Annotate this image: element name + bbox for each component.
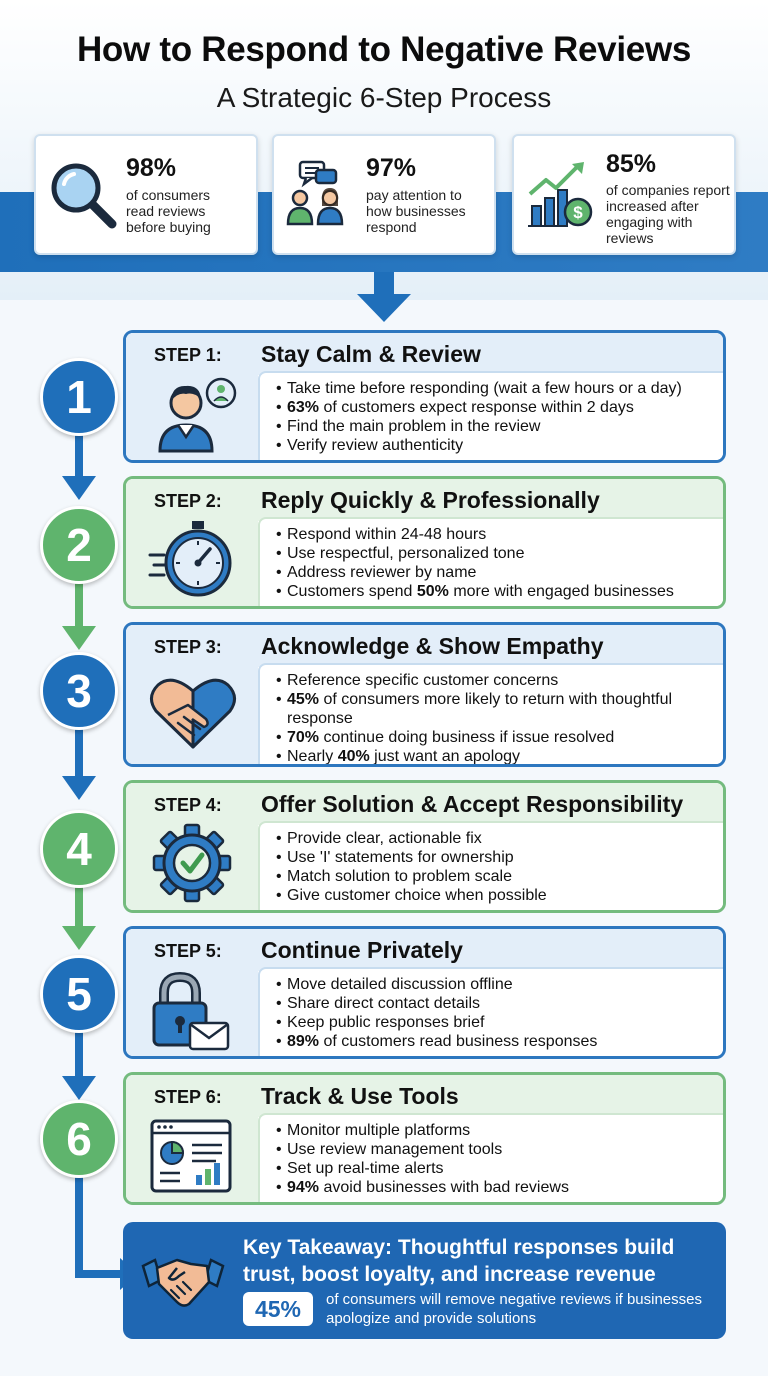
- list-item: Reference specific customer concerns: [276, 671, 717, 690]
- list-item: 70% continue doing business if issue res…: [276, 728, 717, 747]
- step-number-5: 5: [40, 955, 118, 1033]
- gear-check-icon: [152, 823, 232, 903]
- step-bullets: Respond within 24-48 hours Use respectfu…: [276, 525, 717, 601]
- stat-card-attention: 97% pay attention to how businesses resp…: [272, 134, 496, 255]
- list-item: 45% of consumers more likely to return w…: [276, 690, 717, 728]
- list-item: Respond within 24-48 hours: [276, 525, 717, 544]
- stat-card-reads: 98% of consumers read reviews before buy…: [34, 134, 258, 255]
- list-item: Use review management tools: [276, 1140, 717, 1159]
- list-item: Share direct contact details: [276, 994, 717, 1013]
- list-item: Move detailed discussion offline: [276, 975, 717, 994]
- list-item: Use respectful, personalized tone: [276, 544, 717, 563]
- key-takeaway: Key Takeaway: Thoughtful responses build…: [123, 1222, 726, 1339]
- page-title: How to Respond to Negative Reviews: [76, 30, 692, 69]
- step-card-2: STEP 2: Reply Quickly & Professionally R…: [123, 476, 726, 609]
- step-title: Stay Calm & Review: [261, 341, 481, 367]
- stat-description: of companies report increased after enga…: [606, 182, 730, 246]
- step-title: Acknowledge & Show Empathy: [261, 633, 604, 659]
- step-number-4: 4: [40, 810, 118, 888]
- list-item: Set up real-time alerts: [276, 1159, 717, 1178]
- list-item: Take time before responding (wait a few …: [276, 379, 717, 398]
- step-bullets: Monitor multiple platforms Use review ma…: [276, 1121, 717, 1197]
- dashboard-icon: [150, 1119, 232, 1193]
- step-label: STEP 2:: [154, 491, 222, 511]
- step-card-1: STEP 1: Stay Calm & Review Take time bef…: [123, 330, 726, 463]
- person-icon: [158, 377, 237, 453]
- list-item: 89% of customers read business responses: [276, 1032, 717, 1051]
- magnifier-icon: [51, 163, 117, 229]
- list-item: 94% avoid businesses with bad reviews: [276, 1178, 717, 1197]
- list-item: Provide clear, actionable fix: [276, 829, 717, 848]
- step-bullets: Take time before responding (wait a few …: [276, 379, 717, 455]
- list-item: Give customer choice when possible: [276, 886, 717, 905]
- stat-value: 97%: [366, 154, 417, 182]
- takeaway-title: Key Takeaway: Thoughtful responses build…: [243, 1236, 675, 1286]
- heart-handshake-icon: [150, 678, 236, 749]
- step-card-3: STEP 3: Acknowledge & Show Empathy Refer…: [123, 622, 726, 767]
- step-title: Offer Solution & Accept Responsibility: [261, 791, 684, 817]
- stat-description: of consumers read reviews before buying: [126, 187, 211, 235]
- stat-value: 98%: [126, 154, 177, 182]
- step-title: Reply Quickly & Professionally: [261, 487, 600, 513]
- list-item: Match solution to problem scale: [276, 867, 717, 886]
- step-card-4: STEP 4: Offer Solution & Accept Responsi…: [123, 780, 726, 913]
- list-item: Nearly 40% just want an apology: [276, 747, 717, 764]
- list-item: Keep public responses brief: [276, 1013, 717, 1032]
- growth-chart-icon: $: [528, 162, 593, 227]
- page-subtitle: A Strategic 6-Step Process: [216, 82, 552, 113]
- takeaway-description: of consumers will remove negative review…: [326, 1291, 702, 1327]
- list-item: Find the main problem in the review: [276, 417, 717, 436]
- step-label: STEP 6:: [154, 1087, 222, 1107]
- people-chat-icon: [286, 160, 344, 226]
- step-number-3: 3: [40, 652, 118, 730]
- step-label: STEP 1:: [154, 345, 222, 365]
- step-bullets: Reference specific customer concerns 45%…: [276, 671, 717, 764]
- lock-envelope-icon: [152, 971, 230, 1051]
- takeaway-stat-badge: 45%: [243, 1292, 313, 1326]
- stat-card-companies: $ 85% of companies report increased afte…: [512, 134, 736, 255]
- svg-text:$: $: [573, 203, 583, 222]
- step-label: STEP 4:: [154, 795, 222, 815]
- list-item: Customers spend 50% more with engaged bu…: [276, 582, 717, 601]
- step-label: STEP 5:: [154, 941, 222, 961]
- step-card-5: STEP 5: Continue Privately Move detailed…: [123, 926, 726, 1059]
- step-title: Track & Use Tools: [261, 1083, 459, 1109]
- list-item: 63% of customers expect response within …: [276, 398, 717, 417]
- step-card-6: STEP 6: Track & Use Tools Monitor multip…: [123, 1072, 726, 1205]
- arrow-down-icon: [357, 272, 411, 322]
- step-number-6: 6: [40, 1100, 118, 1178]
- list-item: Monitor multiple platforms: [276, 1121, 717, 1140]
- step-title: Continue Privately: [261, 937, 463, 963]
- handshake-icon: [141, 1258, 225, 1307]
- stat-value: 85%: [606, 150, 657, 178]
- step-number-2: 2: [40, 506, 118, 584]
- list-item: Verify review authenticity: [276, 436, 717, 455]
- list-item: Address reviewer by name: [276, 563, 717, 582]
- step-bullets: Move detailed discussion offline Share d…: [276, 975, 717, 1051]
- list-item: Use 'I' statements for ownership: [276, 848, 717, 867]
- stopwatch-icon: [148, 521, 232, 597]
- step-number-1: 1: [40, 358, 118, 436]
- stat-description: pay attention to how businesses respond: [366, 187, 466, 235]
- step-bullets: Provide clear, actionable fix Use 'I' st…: [276, 829, 717, 905]
- step-label: STEP 3:: [154, 637, 222, 657]
